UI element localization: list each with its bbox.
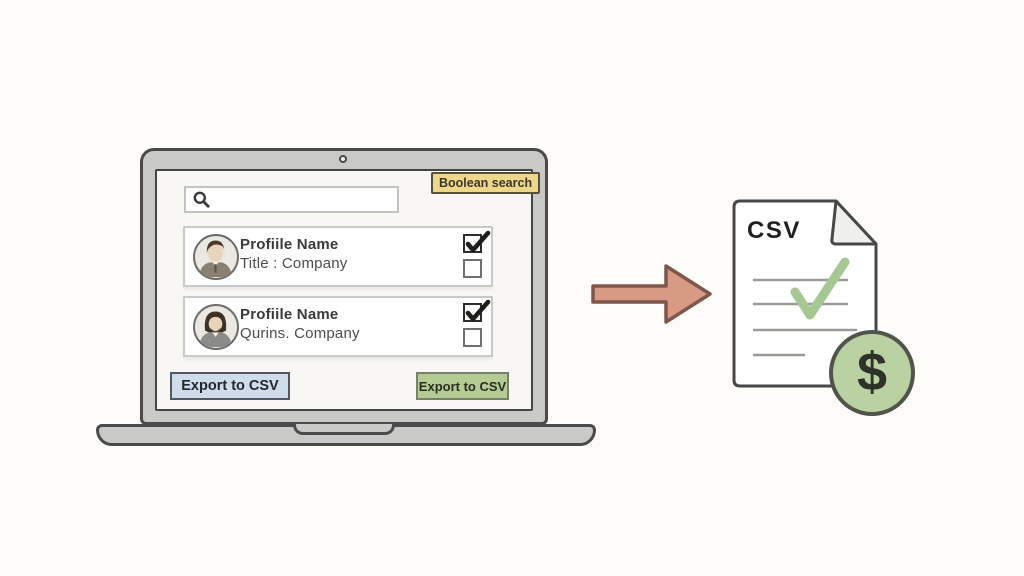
person-icon (198, 240, 233, 278)
checkmark-icon (465, 299, 491, 322)
export-to-csv-button-left[interactable]: Export to CSV (170, 372, 290, 400)
boolean-search-badge[interactable]: Boolean search (431, 172, 541, 194)
avatar-2 (193, 304, 239, 350)
avatar-1 (193, 234, 239, 280)
search-bar[interactable] (184, 186, 399, 213)
csv-file-label: CSV (747, 217, 801, 244)
checkbox-checked-2[interactable] (463, 299, 491, 322)
checkbox-checked-1[interactable] (463, 230, 491, 253)
profile-subtitle: Title : Company (240, 255, 348, 272)
success-check-icon (790, 257, 850, 320)
profile-subtitle: Qurins. Company (240, 325, 360, 342)
document-fold-corner (830, 199, 878, 246)
checkbox-empty-2[interactable] (463, 328, 482, 347)
dollar-coin (829, 330, 915, 416)
export-arrow (588, 258, 718, 332)
person-icon (198, 311, 233, 348)
csv-document (728, 194, 928, 428)
profile-name: Profiile Name (240, 236, 339, 253)
search-icon (193, 191, 210, 208)
export-to-csv-button-right[interactable]: Export to CSV (416, 372, 509, 400)
checkmark-icon (465, 230, 491, 253)
checkbox-empty-1[interactable] (463, 259, 482, 278)
dollar-sign: $ (856, 342, 888, 402)
profile-name: Profiile Name (240, 306, 339, 323)
search-input[interactable] (216, 192, 386, 207)
laptop-base-notch (293, 424, 395, 435)
webcam-dot (339, 155, 347, 163)
